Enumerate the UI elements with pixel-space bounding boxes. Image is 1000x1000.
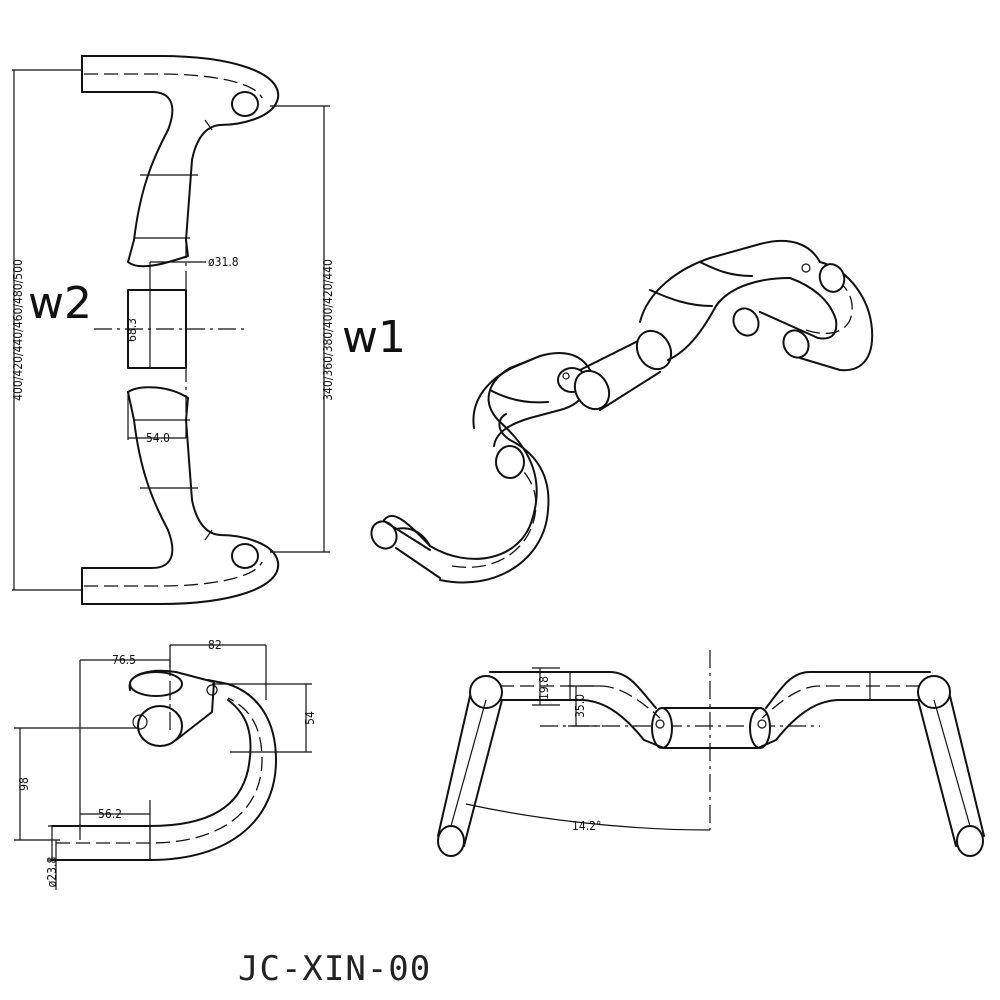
- rise-19-label: 19.8: [537, 676, 551, 700]
- reach-82-label: 82: [208, 638, 222, 652]
- width-w2-dimension: 400/420/440/460/480/500: [11, 259, 25, 401]
- clamp-height-label: 68.3: [125, 318, 139, 342]
- perspective-view: [370, 239, 874, 584]
- tube-diameter-label: ø23.8: [45, 857, 59, 888]
- clamp-width-label: 54.0: [146, 431, 170, 445]
- width-w1-dimension: 340/360/380/400/420/440: [321, 259, 335, 401]
- model-number: JC-XIN-00: [238, 949, 431, 989]
- top-view: 400/420/440/460/480/500 340/360/380/400/…: [11, 55, 406, 605]
- drop-98-label: 98: [17, 777, 31, 791]
- reach-76-label: 76.5: [112, 653, 136, 667]
- clamp-diameter-label: ø31.8: [208, 255, 239, 269]
- w2-label: w2: [28, 278, 92, 329]
- w1-label: w1: [342, 312, 406, 363]
- reach-56-label: 56.2: [98, 807, 122, 821]
- side-view: 76.5 82 54 98 56.2 ø23.8: [14, 638, 317, 890]
- rise-54-label: 54: [303, 711, 317, 725]
- front-view: 19.8 35.0 14.2°: [437, 650, 985, 857]
- flare-angle-label: 14.2°: [572, 819, 601, 833]
- rise-35-label: 35.0: [573, 694, 587, 718]
